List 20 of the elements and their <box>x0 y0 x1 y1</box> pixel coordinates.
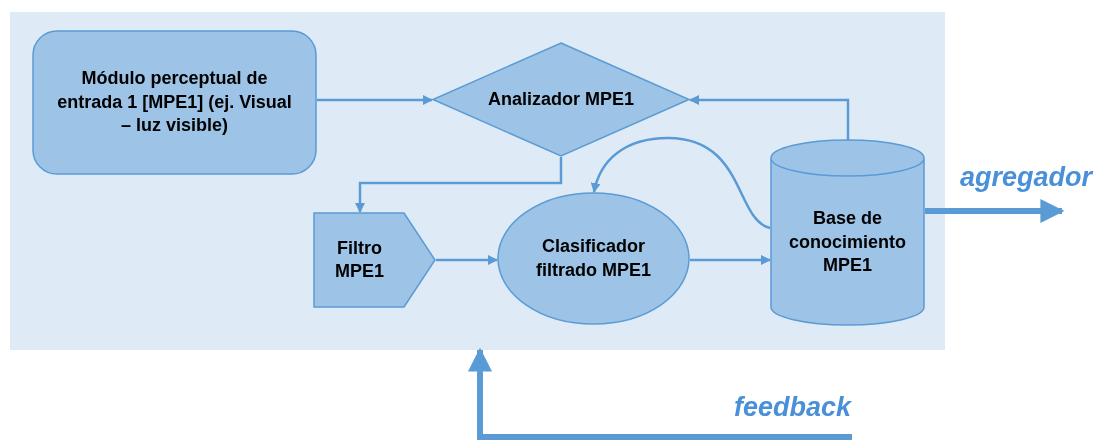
pentagon-box <box>313 212 436 308</box>
arrow <box>591 136 771 230</box>
arrow <box>468 347 852 440</box>
arrow <box>436 255 498 265</box>
ellipse-node <box>497 192 690 325</box>
arrow <box>690 255 771 265</box>
node-label: Módulo perceptual de entrada 1 [MPE1] (ej. Visual – luz visible) <box>56 67 293 138</box>
node-label: Filtro MPE1 <box>334 236 385 283</box>
rounded-box <box>32 30 317 175</box>
arrow <box>689 95 850 140</box>
node-label: Clasificador filtrado MPE1 <box>535 235 652 282</box>
edge-label: agregador <box>958 163 1095 193</box>
decision-diamond <box>432 42 690 157</box>
database-cylinder <box>770 140 925 325</box>
arrow <box>355 157 563 213</box>
panel-background <box>10 12 945 350</box>
node-label: Base de conocimiento MPE1 <box>788 207 907 278</box>
node-label: Analizador MPE1 <box>488 87 634 111</box>
arrow <box>317 95 433 105</box>
arrow <box>925 199 1065 223</box>
